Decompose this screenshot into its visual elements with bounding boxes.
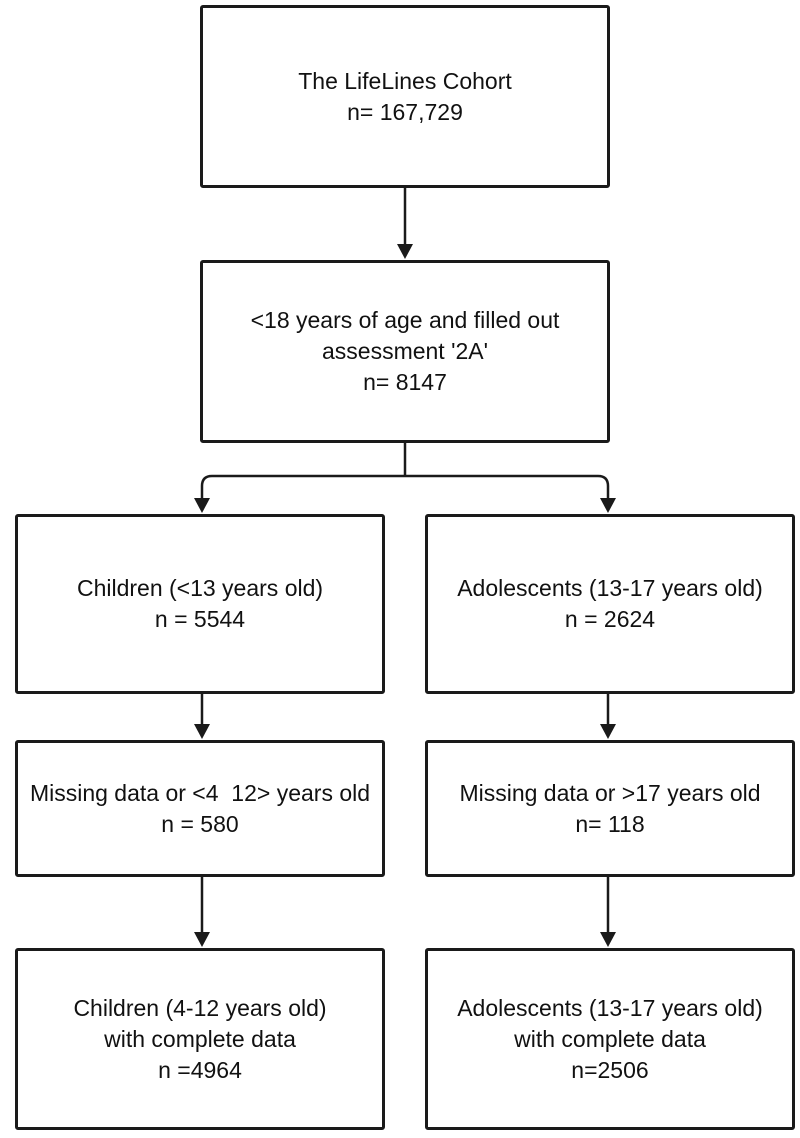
- box-count: n=2506: [571, 1056, 649, 1083]
- box-text-line: The LifeLines Cohort: [298, 67, 512, 94]
- box-text-line: Adolescents (13-17 years old): [457, 994, 763, 1021]
- box-under-18-assessment: <18 years of age and filled out assessme…: [200, 260, 610, 443]
- box-children: Children (<13 years old) n = 5544: [15, 514, 385, 694]
- box-text-line: with complete data: [104, 1025, 296, 1052]
- box-text-line: Missing data or >17 years old: [459, 779, 761, 806]
- arrowhead-children: [194, 498, 210, 513]
- arrowhead-adolescents: [600, 498, 616, 513]
- split-branch-right: [405, 474, 610, 500]
- box-text-line: Children (<13 years old): [76, 575, 324, 601]
- split-branch-left: [200, 474, 405, 500]
- box-text-line: with complete data: [514, 1025, 706, 1052]
- box-final-children: Children (4-12 years old) with complete …: [15, 948, 385, 1130]
- box-missing-children: Missing data or <4 12> years old n = 580: [15, 740, 385, 877]
- box-count: n = 5544: [154, 606, 246, 632]
- box-count: n= 167,729: [347, 98, 463, 125]
- box-text-line: assessment '2A': [321, 338, 489, 364]
- box-count: n= 118: [575, 810, 645, 837]
- box-missing-adolescents: Missing data or >17 years old n= 118: [425, 740, 795, 877]
- box-adolescents: Adolescents (13-17 years old) n = 2624: [425, 514, 795, 694]
- arrowhead-final-children: [194, 932, 210, 947]
- box-text-line: Adolescents (13-17 years old): [457, 575, 763, 601]
- box-count: n = 2624: [564, 606, 656, 632]
- box-text-line: Missing data or <4 12> years old: [29, 779, 371, 806]
- box-text-line: <18 years of age and filled out: [250, 307, 560, 333]
- box-final-adolescents: Adolescents (13-17 years old) with compl…: [425, 948, 795, 1130]
- box-lifelines-cohort: The LifeLines Cohort n= 167,729: [200, 5, 610, 188]
- box-count: n = 580: [161, 810, 239, 837]
- box-count: n =4964: [158, 1056, 242, 1083]
- arrowhead-final-adolescents: [600, 932, 616, 947]
- arrowhead-missing-adolescents: [600, 724, 616, 739]
- arrowhead-missing-children: [194, 724, 210, 739]
- arrowhead-assessment: [397, 244, 413, 259]
- box-text-line: Children (4-12 years old): [73, 994, 327, 1021]
- box-count: n= 8147: [363, 369, 447, 395]
